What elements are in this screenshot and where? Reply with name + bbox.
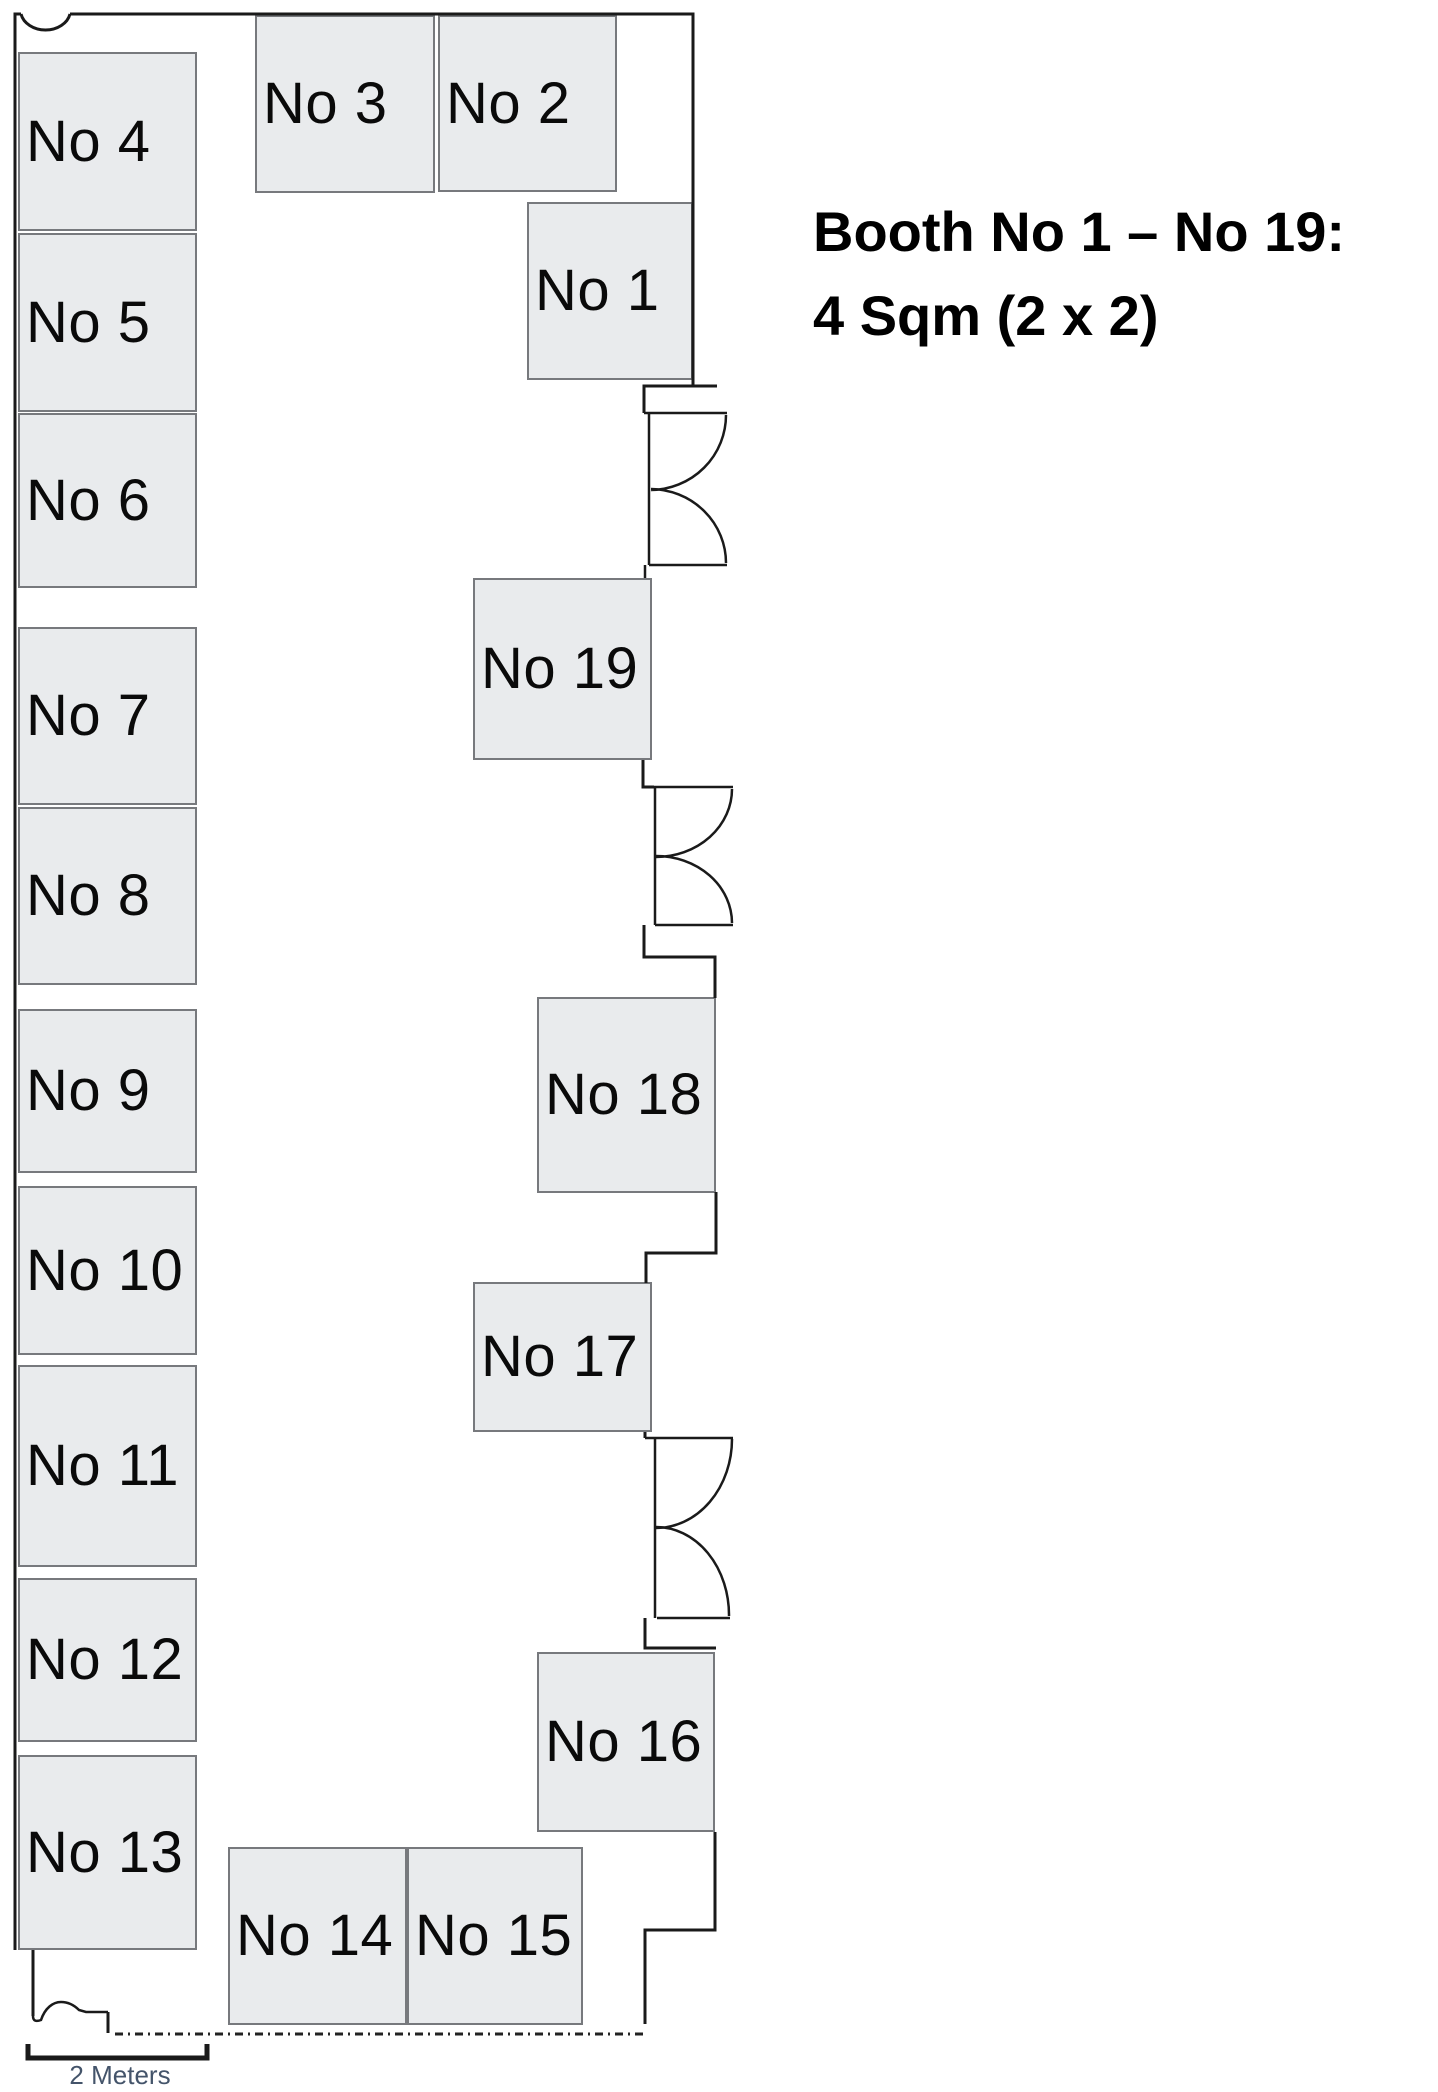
booth-label: No 12 — [26, 1627, 184, 1692]
booth-no-9: No 9 — [18, 1009, 197, 1173]
booth-label: No 2 — [446, 70, 571, 136]
entry-door-arc-top-left-icon — [19, 13, 72, 32]
plan-title: Booth No 1 – No 19: 4 Sqm (2 x 2) — [813, 190, 1345, 358]
booth-no-4: No 4 — [18, 52, 197, 231]
booth-no-13: No 13 — [18, 1755, 197, 1950]
booth-label: No 17 — [481, 1324, 639, 1389]
scale-bar — [25, 2044, 210, 2061]
booth-no-8: No 8 — [18, 807, 197, 985]
booth-label: No 19 — [481, 636, 639, 701]
booth-label: No 11 — [26, 1433, 179, 1498]
booth-no-19: No 19 — [473, 578, 652, 760]
booth-no-10: No 10 — [18, 1186, 197, 1355]
booth-label: No 15 — [415, 1903, 573, 1968]
booth-no-5: No 5 — [18, 233, 197, 412]
booth-label: No 10 — [26, 1237, 184, 1303]
double-door-b-icon — [647, 785, 734, 927]
booth-no-17: No 17 — [473, 1282, 652, 1432]
booth-no-7: No 7 — [18, 627, 197, 805]
scale-bar-label: 2 Meters — [69, 2060, 171, 2090]
booth-no-18: No 18 — [537, 997, 716, 1193]
booth-no-11: No 11 — [18, 1365, 197, 1567]
booth-label: No 14 — [236, 1903, 394, 1968]
booth-label: No 7 — [26, 683, 151, 748]
booth-no-15: No 15 — [407, 1847, 583, 2025]
plan-title-line2: 4 Sqm (2 x 2) — [813, 284, 1159, 347]
booth-label: No 16 — [545, 1709, 703, 1774]
booth-no-16: No 16 — [537, 1652, 715, 1832]
booth-label: No 18 — [545, 1062, 703, 1127]
booth-no-2: No 2 — [438, 15, 617, 192]
booth-label: No 13 — [26, 1819, 184, 1885]
booth-label: No 1 — [535, 258, 660, 323]
booth-label: No 8 — [26, 863, 151, 928]
booth-label: No 9 — [26, 1058, 151, 1123]
plan-title-line1: Booth No 1 – No 19: — [813, 200, 1346, 263]
booth-no-12: No 12 — [18, 1578, 197, 1742]
booth-no-1: No 1 — [527, 202, 693, 380]
booth-no-14: No 14 — [228, 1847, 407, 2025]
double-door-a-icon — [643, 411, 728, 578]
booth-label: No 6 — [26, 467, 151, 533]
booth-no-6: No 6 — [18, 413, 197, 588]
entry-door-arc-bottom-left-icon — [31, 2000, 108, 2023]
booth-label: No 3 — [263, 71, 388, 136]
booth-label: No 5 — [26, 289, 151, 355]
booth-label: No 4 — [26, 108, 151, 174]
booth-no-3: No 3 — [255, 15, 435, 193]
double-door-c-icon — [645, 1436, 734, 1620]
